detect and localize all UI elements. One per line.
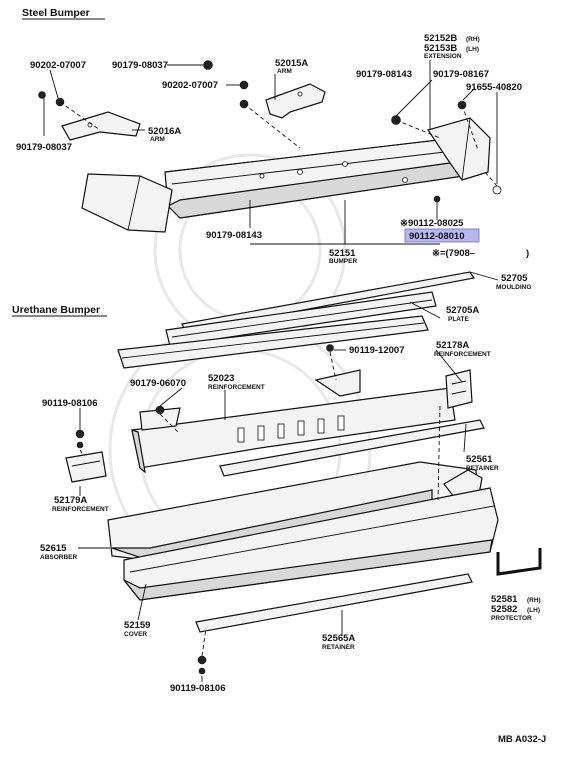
assembly-lines-urethane xyxy=(79,351,441,657)
sublabel-52705A: PLATE xyxy=(448,316,469,323)
label-90202-07007-top: 90202-07007 xyxy=(30,60,86,71)
assembly-lines-steel xyxy=(59,101,498,187)
arm-52016A xyxy=(61,111,141,141)
sublabel-52565A: RETAINER xyxy=(322,644,355,651)
label-90202-07007-mid: 90202-07007 xyxy=(162,80,218,91)
sublabel-52023: REINFORCEMENT xyxy=(208,384,265,391)
label-52615: 52615 xyxy=(40,543,67,554)
steel-bumper-52151 xyxy=(164,137,473,219)
label-52159: 52159 xyxy=(124,620,150,631)
sublabel-52705: MOULDING xyxy=(496,284,531,291)
sublabel-extension: EXTENSION xyxy=(424,53,462,60)
leader-lines-urethane xyxy=(78,301,467,682)
sublabel-52159: COVER xyxy=(124,631,147,638)
tag-52153B: (LH) xyxy=(466,46,479,53)
label-91655-40820: 91655-40820 xyxy=(466,82,522,93)
sublabel-52615: ABSORBER xyxy=(40,554,78,561)
tag-52581: (RH) xyxy=(527,597,541,604)
bumper-left-end xyxy=(81,173,173,233)
label-90112-08010[interactable]: 90112-08010 xyxy=(409,231,464,242)
label-52015A: 52015A xyxy=(275,58,308,69)
label-90119-08106-top: 90119-08106 xyxy=(42,398,97,409)
label-90179-08143-left: 90179-08143 xyxy=(206,230,262,241)
label-52178A: 52178A xyxy=(436,340,469,351)
reinforcement-strip xyxy=(117,315,429,369)
label-90179-08037-top: 90179-08037 xyxy=(112,60,168,71)
retainer-52561 xyxy=(219,419,485,477)
figure-code: MB A032-J xyxy=(498,734,546,745)
label-90179-08037-left: 90179-08037 xyxy=(16,142,72,153)
label-52023: 52023 xyxy=(208,373,234,384)
label-52151: 52151 xyxy=(329,248,356,259)
tag-52582: (LH) xyxy=(527,607,540,614)
fasteners-urethane xyxy=(75,344,334,675)
fasteners-steel xyxy=(38,60,502,203)
label-90119-12007: 90119-12007 xyxy=(349,345,404,356)
label-52152B: 52152B xyxy=(424,33,457,44)
label-52581: 52581 xyxy=(491,594,518,605)
label-90179-08143-right: 90179-08143 xyxy=(356,69,412,80)
bracket-52178A xyxy=(445,369,473,409)
arm-52015A xyxy=(265,83,326,119)
label-52179A: 52179A xyxy=(54,495,87,506)
note-date-range-end: ) xyxy=(526,248,529,259)
leader-lines-steel xyxy=(43,60,498,245)
sublabel-52151: BUMPER xyxy=(329,258,357,265)
extension-52152B xyxy=(427,117,491,181)
retainer-52565A xyxy=(195,573,473,633)
label-90179-06070: 90179-06070 xyxy=(130,378,186,389)
tag-52152B: (RH) xyxy=(466,36,480,43)
sublabel-52016A: ARM xyxy=(150,136,165,143)
sublabel-52178A: REINFORCEMENT xyxy=(434,351,491,358)
sublabel-protector: PROTECTOR xyxy=(491,615,532,622)
plate-52705A xyxy=(165,291,437,347)
note-date-range: ※=(7908– xyxy=(432,248,475,259)
highlight-90112-08010 xyxy=(404,228,480,243)
label-52565A: 52565A xyxy=(322,633,355,644)
section-title-steel: Steel Bumper xyxy=(22,7,90,19)
label-52153B: 52153B xyxy=(424,43,457,54)
section-title-urethane: Urethane Bumper xyxy=(12,304,100,316)
protector-52581 xyxy=(496,548,542,576)
label-90179-08167: 90179-08167 xyxy=(433,69,489,80)
label-52582: 52582 xyxy=(491,604,517,615)
label-52561: 52561 xyxy=(466,454,493,465)
reinforcement-52179A xyxy=(65,451,107,483)
label-52016A: 52016A xyxy=(148,126,181,137)
sublabel-52179A: REINFORCEMENT xyxy=(52,506,109,513)
label-52705A: 52705A xyxy=(446,305,479,316)
sublabel-52015A: ARM xyxy=(277,68,292,75)
label-52705: 52705 xyxy=(501,273,528,284)
cover-52159 xyxy=(123,487,499,601)
label-90112-08025: ※90112-08025 xyxy=(400,218,464,229)
sublabel-52561: RETAINER xyxy=(466,465,499,472)
label-90119-08106-bottom: 90119-08106 xyxy=(170,683,225,694)
